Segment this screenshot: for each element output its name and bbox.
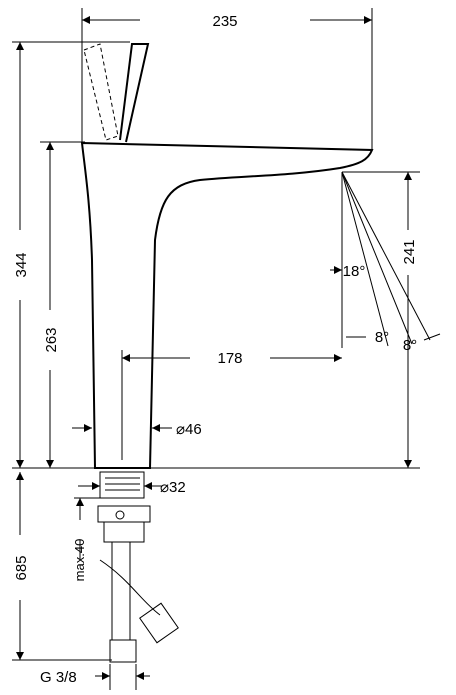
label-max40: max.40 <box>72 539 87 582</box>
dimension-diameter-46: ⌀46 <box>72 421 202 438</box>
dimension-241: 241 <box>401 172 418 468</box>
dimension-344: 344 <box>12 41 130 468</box>
base-nut <box>99 471 145 499</box>
label-diameter-32: ⌀32 <box>160 479 186 496</box>
dimension-685: 685 <box>12 472 112 661</box>
label-diameter-46: ⌀46 <box>176 421 202 438</box>
lever <box>119 43 150 143</box>
fitting-left <box>109 639 137 663</box>
faucet-body <box>80 43 374 663</box>
mounting-nut <box>103 521 145 543</box>
spray-pattern <box>341 171 431 348</box>
dimension-diameter-32: ⌀32 <box>78 479 186 496</box>
fitting-right <box>139 602 179 644</box>
label-235: 235 <box>212 13 237 30</box>
label-178: 178 <box>217 350 242 367</box>
label-344: 344 <box>13 252 30 277</box>
lever-open-position <box>83 43 119 141</box>
dimension-max40: max.40 <box>72 497 100 582</box>
angle-annotations: 18° 8° 8° <box>330 263 441 354</box>
label-angle-18: 18° <box>343 263 366 280</box>
hose-right <box>99 559 161 616</box>
label-263: 263 <box>43 327 60 352</box>
dimension-235: 235 <box>81 8 373 150</box>
body-outline <box>80 141 374 469</box>
label-241: 241 <box>401 239 418 264</box>
dimension-263: 263 <box>40 141 85 468</box>
label-angle-8a: 8° <box>375 329 389 346</box>
dimension-thread: G 3/8 <box>40 664 150 690</box>
label-thread: G 3/8 <box>40 669 77 686</box>
dimension-178: 178 <box>122 350 342 367</box>
label-685: 685 <box>13 555 30 580</box>
label-angle-8b: 8° <box>403 337 417 354</box>
